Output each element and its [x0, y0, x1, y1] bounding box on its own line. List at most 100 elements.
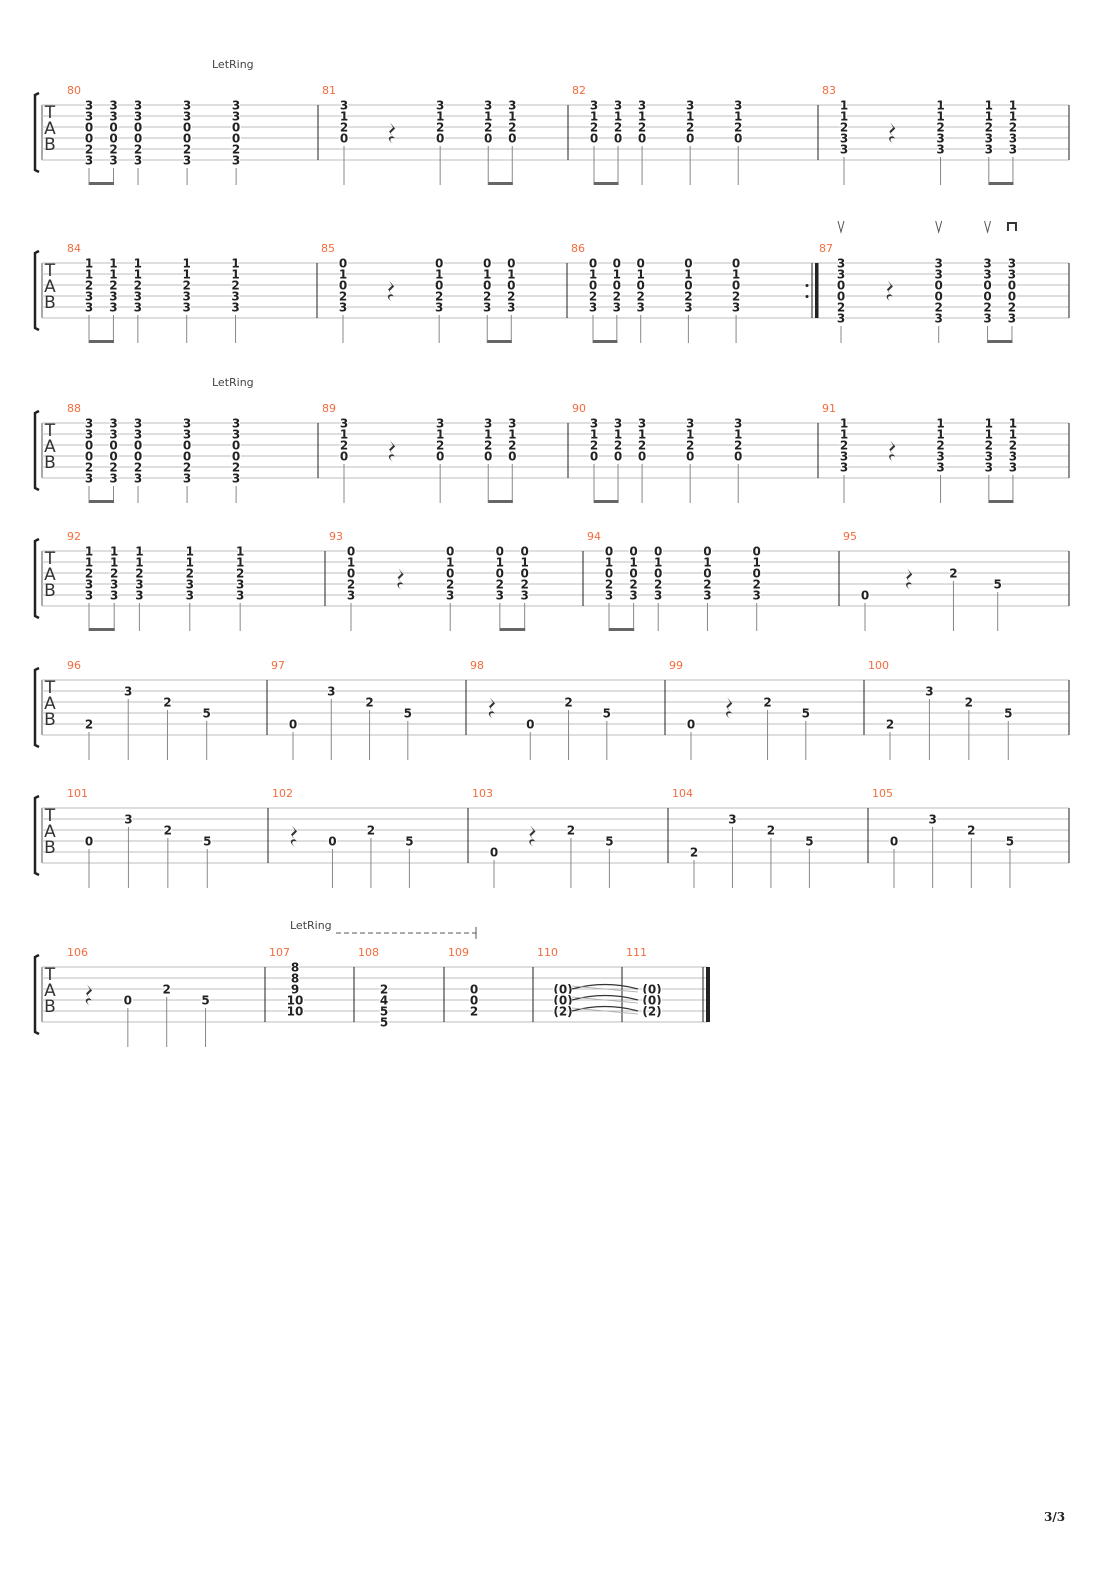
- fret-number: 0: [508, 132, 516, 146]
- fret-number: 3: [936, 132, 944, 146]
- fret-number: 2: [886, 718, 894, 732]
- fret-number: 2: [436, 439, 444, 453]
- tab-clef-letter: B: [44, 838, 56, 858]
- fret-number: 5: [201, 994, 209, 1008]
- fret-number: 0: [183, 132, 191, 146]
- fret-number: 2: [340, 121, 348, 135]
- measure-number: 83: [822, 84, 836, 97]
- fret-number: 3: [134, 290, 142, 304]
- fret-number: 1: [436, 428, 444, 442]
- fret-number: 3: [590, 99, 598, 113]
- fret-number: 3: [85, 428, 93, 442]
- fret-number: 0: [508, 450, 516, 464]
- fret-number: 0: [507, 279, 515, 293]
- fret-number: 3: [1009, 461, 1017, 475]
- fret-number: 5: [802, 707, 810, 721]
- fret-number: 2: [484, 439, 492, 453]
- measure-number: 82: [572, 84, 586, 97]
- fret-number: 3: [703, 589, 711, 603]
- fret-number: 1: [85, 556, 93, 570]
- tab-clef-letter: T: [44, 103, 56, 123]
- fret-number: 0: [183, 121, 191, 135]
- fret-number: 3: [483, 301, 491, 315]
- fret-number: 3: [327, 685, 335, 699]
- fret-number: 0: [935, 290, 943, 304]
- fret-number: 3: [85, 99, 93, 113]
- fret-number: 1: [508, 110, 516, 124]
- fret-number: 0: [134, 121, 142, 135]
- fret-number: 1: [734, 110, 742, 124]
- fret-number: 2: [109, 279, 117, 293]
- fret-number: 3: [613, 301, 621, 315]
- fret-number: 1: [638, 110, 646, 124]
- tab-system: TAB9211233112331123311233112339301023010…: [33, 530, 1070, 631]
- eighth-beam: [987, 340, 1013, 343]
- fret-number: 0: [328, 835, 336, 849]
- fret-number: 3: [85, 417, 93, 431]
- fret-number: 2: [965, 696, 973, 710]
- fret-number: 1: [134, 268, 142, 282]
- fret-number: 2: [654, 578, 662, 592]
- fret-number: 0: [232, 132, 240, 146]
- fret-number: 1: [484, 428, 492, 442]
- measure-number: 107: [269, 946, 290, 959]
- fret-number: 2: [85, 567, 93, 581]
- fret-number: 3: [109, 99, 117, 113]
- fret-number: 1: [614, 110, 622, 124]
- fret-number: 3: [686, 417, 694, 431]
- fret-number: 3: [135, 589, 143, 603]
- tab-clef-letter: B: [44, 135, 56, 155]
- fret-number: 3: [629, 589, 637, 603]
- fret-number: 1: [85, 268, 93, 282]
- fret-number: 2: [985, 121, 993, 135]
- fret-number: 3: [638, 99, 646, 113]
- fret-number: 3: [686, 99, 694, 113]
- fret-number: 1: [1009, 110, 1017, 124]
- fret-number: 0: [109, 450, 117, 464]
- fret-number: 0: [687, 718, 695, 732]
- fret-number: 0: [637, 279, 645, 293]
- fret-number: 2: [367, 824, 375, 838]
- fret-number: 0: [134, 450, 142, 464]
- fret-number: 3: [935, 312, 943, 326]
- tab-clef-letter: A: [44, 277, 56, 297]
- eighth-beam: [487, 340, 512, 343]
- fret-number: 3: [347, 589, 355, 603]
- fret-number: 3: [753, 589, 761, 603]
- tie-arc: [571, 994, 639, 1001]
- fret-number: 1: [484, 110, 492, 124]
- fret-number: 3: [1008, 268, 1016, 282]
- fret-number: 3: [109, 472, 117, 486]
- fret-number: 3: [734, 99, 742, 113]
- fret-number: 1: [436, 110, 444, 124]
- fret-number: 5: [994, 578, 1002, 592]
- fret-number: 2: [109, 143, 117, 157]
- fret-number: 0: [686, 132, 694, 146]
- fret-number: 2: [483, 290, 491, 304]
- fret-number: 3: [134, 110, 142, 124]
- fret-number: 5: [1004, 707, 1012, 721]
- fret-number: 2: [85, 461, 93, 475]
- fret-number: 0: [734, 132, 742, 146]
- quarter-rest: [488, 697, 495, 719]
- fret-number: 1: [520, 556, 528, 570]
- fret-number: 0: [983, 279, 991, 293]
- measure-number: 86: [571, 242, 585, 255]
- system-bracket: [33, 794, 40, 877]
- fret-number: 1: [629, 556, 637, 570]
- fret-number: 0: [340, 450, 348, 464]
- fret-number: 0: [109, 121, 117, 135]
- fret-number: 2: [629, 578, 637, 592]
- fret-number: 3: [983, 312, 991, 326]
- eighth-beam: [594, 182, 619, 185]
- fret-number: 0: [470, 994, 478, 1008]
- fret-number: 3: [109, 301, 117, 315]
- fret-number: 5: [380, 1005, 388, 1019]
- fret-number: 3: [1008, 312, 1016, 326]
- quarter-rest: [886, 280, 893, 302]
- fret-number: 3: [614, 99, 622, 113]
- fret-number: 2: [236, 567, 244, 581]
- repeat-dot: [805, 295, 809, 298]
